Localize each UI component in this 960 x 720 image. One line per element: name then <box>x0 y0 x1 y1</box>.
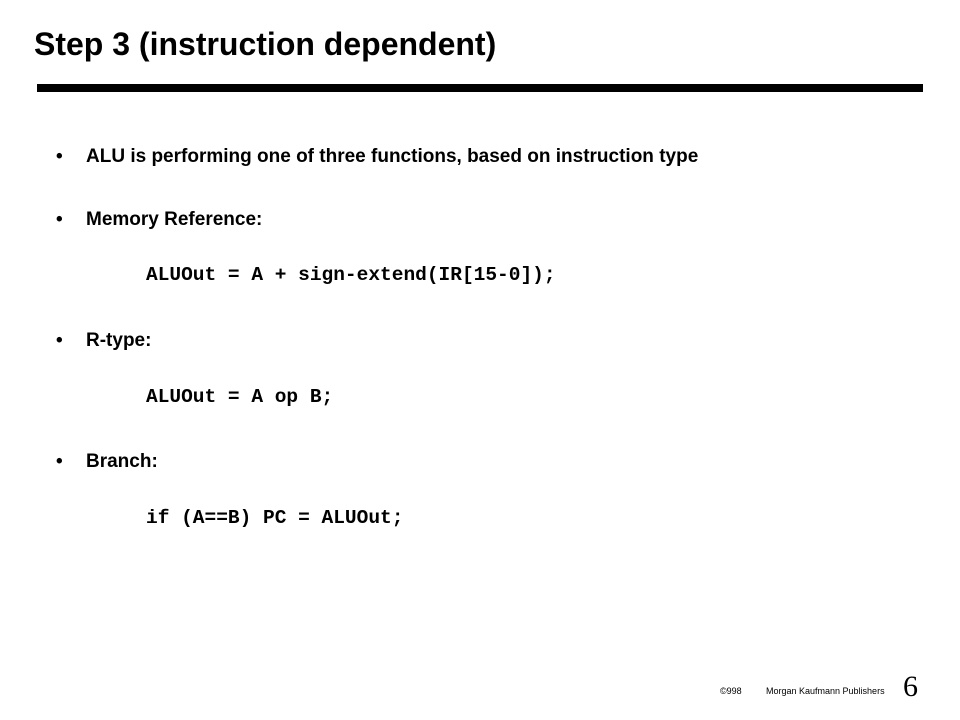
bullet-marker: • <box>56 209 63 230</box>
bullet-marker: • <box>56 330 63 351</box>
page-number: 6 <box>903 670 918 703</box>
bullet-marker: • <box>56 146 63 167</box>
bullet-r-type: • R-type: <box>56 330 151 352</box>
code-memory-reference: ALUOut = A + sign-extend(IR[15-0]); <box>146 264 556 286</box>
title-underline-rule <box>37 84 923 92</box>
footer-publisher: Morgan Kaufmann Publishers <box>766 686 885 696</box>
bullet-alu-functions: • ALU is performing one of three function… <box>56 146 698 168</box>
bullet-memory-reference: • Memory Reference: <box>56 209 262 231</box>
code-r-type: ALUOut = A op B; <box>146 386 334 408</box>
bullet-text: ALU is performing one of three functions… <box>86 146 699 167</box>
bullet-text: Branch: <box>86 451 158 472</box>
footer-copyright: ©998 <box>720 686 742 696</box>
bullet-text: Memory Reference: <box>86 209 263 230</box>
code-branch: if (A==B) PC = ALUOut; <box>146 507 404 529</box>
bullet-branch: • Branch: <box>56 451 158 473</box>
bullet-text: R-type: <box>86 330 152 351</box>
bullet-marker: • <box>56 451 63 472</box>
slide-title: Step 3 (instruction dependent) <box>34 26 497 62</box>
